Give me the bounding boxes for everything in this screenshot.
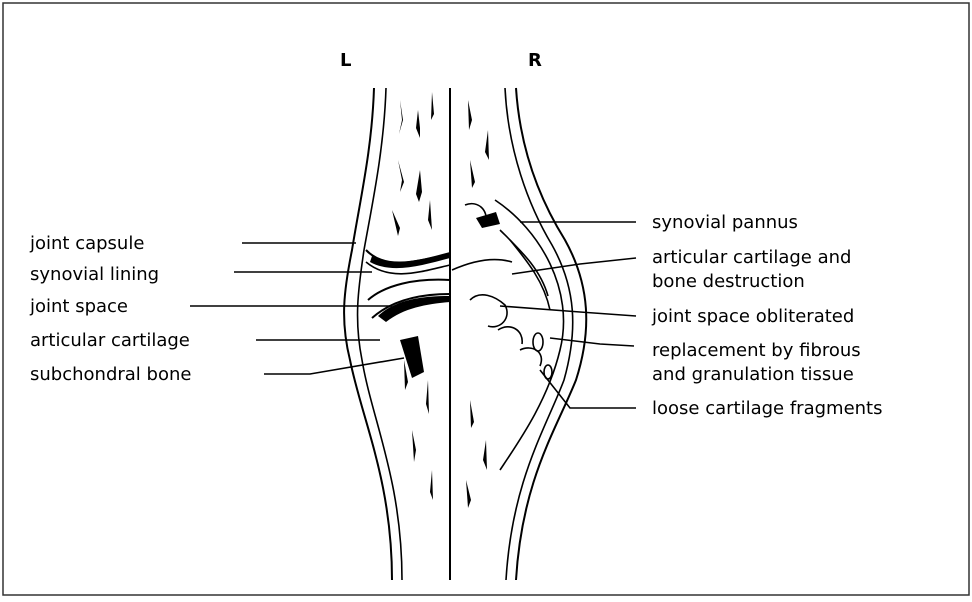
label-joint-space-obliterated: joint space obliterated [651, 306, 854, 327]
label-articular-cartilage: articular cartilage [30, 330, 190, 351]
label-replacement-fibrous-2: and granulation tissue [652, 364, 854, 385]
lower-bone-left [368, 280, 450, 378]
right-labels: synovial pannus articular cartilage and … [651, 212, 882, 419]
side-label-right: R [528, 50, 542, 71]
pannus-destruction-right [452, 204, 552, 379]
label-replacement-fibrous-1: replacement by fibrous [652, 340, 861, 361]
label-synovial-pannus: synovial pannus [652, 212, 798, 233]
label-synovial-lining: synovial lining [30, 264, 159, 285]
label-loose-cartilage-fragments: loose cartilage fragments [652, 398, 882, 419]
joint-capsule-outline [344, 88, 586, 580]
label-cartilage-bone-destruction-1: articular cartilage and [652, 247, 851, 268]
label-joint-capsule: joint capsule [29, 233, 144, 254]
label-subchondral-bone: subchondral bone [30, 364, 191, 385]
upper-bone-left [366, 250, 450, 274]
label-cartilage-bone-destruction-2: bone destruction [652, 271, 805, 292]
diagram-border [3, 3, 969, 595]
side-label-left: L [340, 50, 351, 71]
label-joint-space: joint space [29, 296, 128, 317]
left-labels: joint capsule synovial lining joint spac… [29, 233, 191, 385]
